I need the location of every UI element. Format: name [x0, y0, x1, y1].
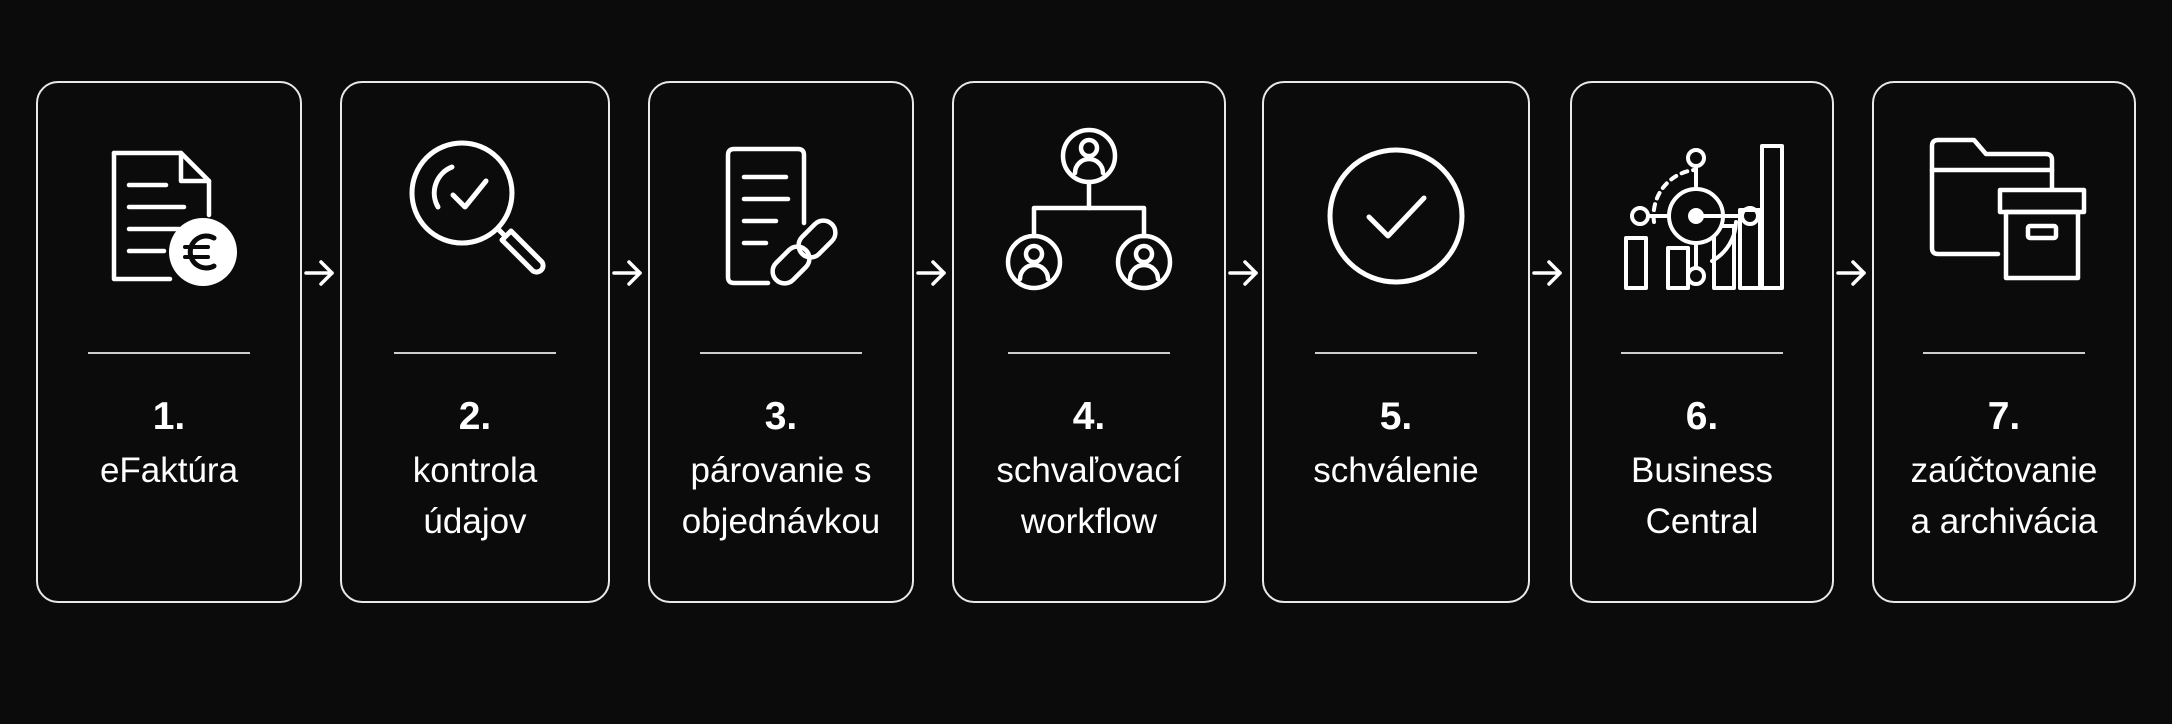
step-number: 6. [1685, 395, 1719, 438]
divider-line [88, 352, 250, 354]
arrow-right-icon [916, 260, 946, 286]
step-number: 7. [1987, 395, 2021, 438]
step-number: 5. [1379, 395, 1413, 438]
arrow-right-icon [612, 260, 642, 286]
step-label: kontrola údajov [348, 445, 602, 547]
divider-line [1315, 352, 1477, 354]
document-link-icon [650, 131, 912, 301]
step-label-line2: workflow [1020, 502, 1158, 541]
step-label-line2: Central [1645, 502, 1759, 541]
step-label-line1: Business [1630, 451, 1774, 490]
step-number: 2. [458, 395, 492, 438]
step-card-4: 4. schvaľovací workflow [952, 81, 1226, 603]
arrow-right-icon [1836, 260, 1866, 286]
step-label: schválenie [1270, 445, 1522, 496]
divider-line [1621, 352, 1783, 354]
step-label: eFaktúra [44, 445, 294, 496]
step-label-line1: kontrola [412, 451, 538, 490]
divider-line [394, 352, 556, 354]
step-card-1: 1. eFaktúra [36, 81, 302, 603]
step-card-2: 2. kontrola údajov [340, 81, 610, 603]
step-label-line1: schválenie [1313, 451, 1479, 490]
step-card-3: 3. párovanie s objednávkou [648, 81, 914, 603]
invoice-euro-icon [38, 131, 300, 301]
hub-chart-icon [1572, 131, 1832, 301]
step-card-6: 6. Business Central [1570, 81, 1834, 603]
step-card-5: 5. schválenie [1262, 81, 1530, 603]
arrow-right-icon [1532, 260, 1562, 286]
magnifier-check-icon [342, 131, 608, 301]
step-label: zaúčtovanie a archivácia [1880, 445, 2128, 547]
step-number: 3. [764, 395, 798, 438]
divider-line [1923, 352, 2085, 354]
step-card-7: 7. zaúčtovanie a archivácia [1872, 81, 2136, 603]
arrow-right-icon [1228, 260, 1258, 286]
step-label-line2: a archivácia [1910, 502, 2098, 541]
divider-line [1008, 352, 1170, 354]
step-number: 4. [1072, 395, 1106, 438]
step-label-line2: údajov [423, 502, 527, 541]
step-label-line1: zaúčtovanie [1910, 451, 2098, 490]
step-label: Business Central [1578, 445, 1826, 547]
step-label-line2: objednávkou [681, 502, 881, 541]
step-label-line1: párovanie s [690, 451, 872, 490]
arrow-right-icon [304, 260, 334, 286]
step-label: schvaľovací workflow [960, 445, 1218, 547]
step-label: párovanie s objednávkou [656, 445, 906, 547]
divider-line [700, 352, 862, 354]
org-chart-users-icon [954, 127, 1224, 301]
check-circle-icon [1264, 131, 1528, 301]
step-number: 1. [152, 395, 186, 438]
folder-archive-icon [1874, 131, 2134, 301]
step-label-line1: schvaľovací [996, 451, 1182, 490]
step-label-line1: eFaktúra [99, 451, 239, 490]
